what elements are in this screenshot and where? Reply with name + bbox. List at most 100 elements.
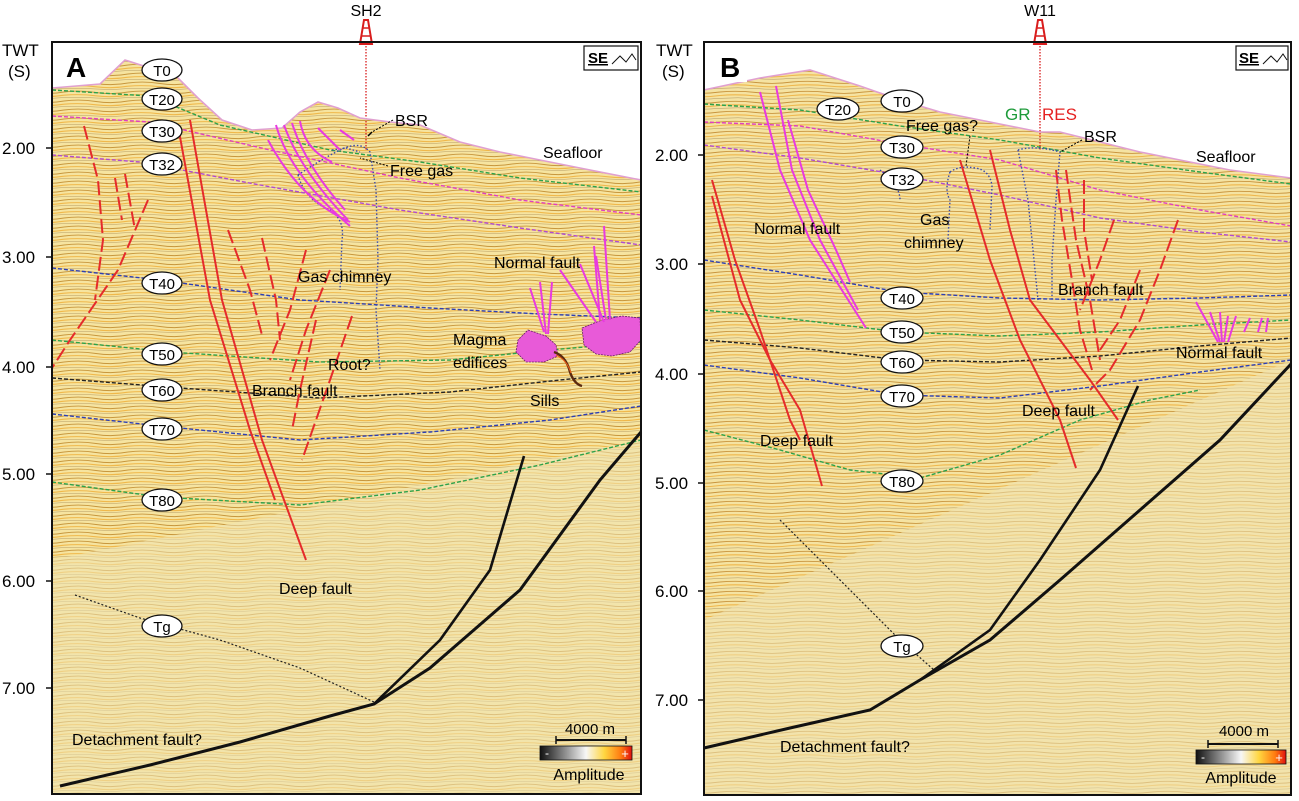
svg-text:T40: T40 <box>149 276 175 293</box>
tick-label: 4.00 <box>655 365 688 384</box>
seafloor-label-b: Seafloor <box>1196 149 1256 166</box>
deep-fault-label-b-right: Deep fault <box>1022 403 1095 420</box>
svg-text:T32: T32 <box>149 157 175 174</box>
svg-text:T0: T0 <box>893 94 911 111</box>
horizon-t80-line-b <box>704 389 1201 479</box>
panel-a-axis: TWT (S) 2.00 3.00 4.00 5.00 6.00 7.00 <box>2 41 52 698</box>
res-label: RES <box>1042 105 1077 124</box>
svg-text:Tg: Tg <box>153 619 171 636</box>
svg-text:4000 m: 4000 m <box>565 721 615 738</box>
axis-ticks-b: 2.00 3.00 4.00 5.00 6.00 7.00 <box>655 146 688 710</box>
deep-fault-b-right <box>989 149 1119 421</box>
svg-text:T60: T60 <box>149 383 175 400</box>
horizon-t32-line-b <box>704 144 1291 243</box>
svg-text:T60: T60 <box>889 355 915 372</box>
deep-fault-label: Deep fault <box>279 581 352 598</box>
gr-label: GR <box>1005 105 1031 124</box>
horizon-t32-line <box>52 154 641 246</box>
horizon-label-t70-b: T70 <box>880 384 924 408</box>
orientation-se-icon-b: SE <box>1235 45 1289 71</box>
free-gas-label-b: Free gas? <box>906 118 978 135</box>
gas-chimney-label-b-line2: chimney <box>904 235 964 252</box>
panel-b-frame <box>703 41 1292 796</box>
normal-fault-label-b-right: Normal fault <box>1176 345 1263 362</box>
horizon-t70-line-b <box>704 359 1291 399</box>
horizon-label-t80: T80 <box>141 488 183 512</box>
root-label: Root? <box>328 357 371 374</box>
panel-a-annotations: Seafloor BSR Free gas Gas chimney Normal… <box>72 113 603 749</box>
svg-text:Amplitude: Amplitude <box>553 767 624 784</box>
magma-label-line1: Magma <box>453 332 506 349</box>
svg-text:T70: T70 <box>149 422 175 439</box>
axis-title-b-line2: (S) <box>662 62 685 81</box>
well-sh2-derrick-icon <box>358 19 374 45</box>
horizon-label-t60-b: T60 <box>880 350 924 374</box>
horizon-label-t70: T70 <box>141 417 183 441</box>
panel-b-letter: B <box>707 46 747 83</box>
svg-text:-: - <box>545 746 549 760</box>
horizon-t30-line <box>52 115 641 216</box>
sills-shapes <box>553 350 583 388</box>
panel-b-horizons <box>704 69 1291 671</box>
horizon-label-tg: Tg <box>141 614 183 638</box>
horizon-tg-line <box>74 594 375 703</box>
tick-label: 4.00 <box>2 358 35 377</box>
panel-b-horizon-labels: T0 T20 T30 T32 T40 T50 T60 T70 T80 Tg <box>816 89 924 658</box>
axis-title-b-line1: TWT <box>656 41 693 60</box>
well-w11-derrick-icon <box>1032 19 1048 45</box>
svg-text:T80: T80 <box>149 493 175 510</box>
horizon-label-t40: T40 <box>141 271 183 295</box>
svg-text:T20: T20 <box>825 102 851 119</box>
horizon-label-t20: T20 <box>141 87 183 111</box>
sills-label: Sills <box>530 393 559 410</box>
horizon-t40-line <box>52 267 641 319</box>
horizon-label-t32-b: T32 <box>880 167 924 191</box>
gas-chimney-label: Gas chimney <box>298 269 391 286</box>
horizon-t60-line-b <box>704 337 1291 363</box>
shallow-normal-faults-b <box>759 85 867 329</box>
panel-a: SH2 <box>2 3 643 795</box>
horizon-label-t80-b: T80 <box>880 469 924 493</box>
horizon-label-t30-b: T30 <box>880 135 924 159</box>
tick-label: 5.00 <box>2 465 35 484</box>
magma-label-line2: edifices <box>453 355 507 372</box>
horizon-t80-line <box>52 439 641 506</box>
horizon-label-t0-b: T0 <box>880 89 924 113</box>
amplitude-colorbar-b: - + Amplitude <box>1195 749 1287 787</box>
well-sh2-label: SH2 <box>350 3 381 20</box>
orientation-se-icon-a: SE <box>583 45 639 71</box>
panel-b: W11 <box>655 3 1293 796</box>
horizon-t0-line-b <box>704 69 1291 179</box>
panel-b-annotations: Seafloor BSR Free gas? GR RES Normal fau… <box>754 105 1263 756</box>
axis-title-a-line2: (S) <box>8 62 31 81</box>
tick-label: 6.00 <box>655 582 688 601</box>
svg-text:T70: T70 <box>889 389 915 406</box>
well-w11-label: W11 <box>1024 3 1056 20</box>
tick-label: 7.00 <box>655 691 688 710</box>
branch-fault-label-b: Branch fault <box>1058 282 1144 299</box>
deep-normal-faults-b <box>1195 301 1269 343</box>
panel-a-horizon-labels: T0 T20 T30 T32 T40 T50 T60 T70 T80 Tg <box>141 58 183 638</box>
magma-normal-faults <box>529 225 611 335</box>
svg-text:T50: T50 <box>889 325 915 342</box>
horizon-label-t50: T50 <box>141 342 183 366</box>
horizon-label-t20-b: T20 <box>816 97 860 121</box>
magma-edifices-shapes <box>515 315 642 363</box>
tick-label: 2.00 <box>2 139 35 158</box>
panel-b-axis: TWT (S) 2.00 3.00 4.00 5.00 6.00 7.00 <box>655 41 704 710</box>
tick-label: 3.00 <box>655 255 688 274</box>
svg-text:T50: T50 <box>149 347 175 364</box>
svg-text:T40: T40 <box>889 291 915 308</box>
svg-text:T30: T30 <box>889 140 915 157</box>
horizon-t30-line-b <box>704 121 1291 227</box>
deep-fault-a <box>189 119 307 561</box>
deep-fault-label-b-left: Deep fault <box>760 433 833 450</box>
tick-label: 6.00 <box>2 572 35 591</box>
svg-text:4000 m: 4000 m <box>1219 723 1269 740</box>
svg-text:Amplitude: Amplitude <box>1205 770 1276 787</box>
shallow-normal-faults <box>267 120 355 227</box>
panel-b-faults <box>711 149 1179 487</box>
panel-a-frame <box>51 41 642 795</box>
panel-a-seismic-section <box>52 60 641 794</box>
